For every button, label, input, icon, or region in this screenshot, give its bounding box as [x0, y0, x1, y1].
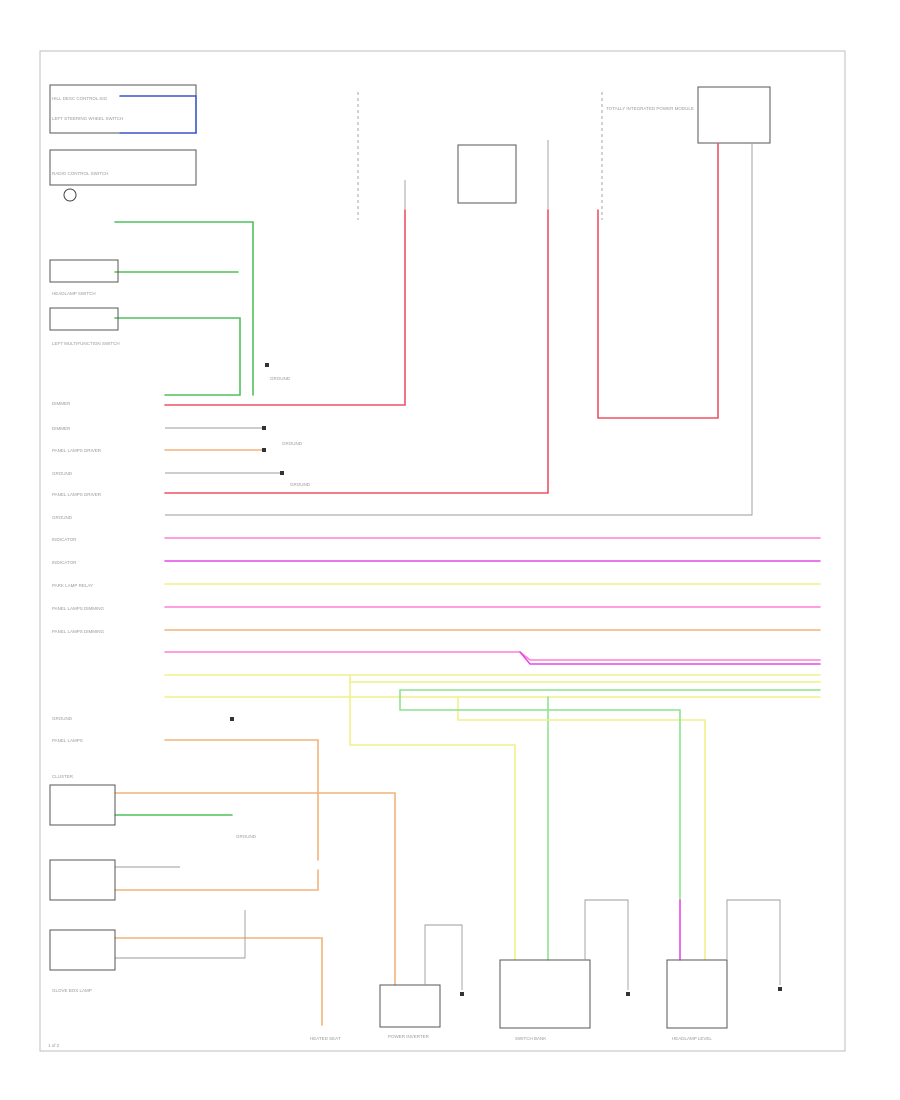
ground-symbol-2 — [262, 426, 266, 430]
module-headlamp — [666, 959, 728, 1029]
inverter-gnd — [424, 924, 463, 990]
multifunction-switch-box — [49, 307, 119, 331]
relay-box — [457, 144, 517, 204]
ground-symbol-7 — [626, 992, 630, 996]
blue-wire — [119, 95, 197, 134]
gnd-callout-2: GROUND — [290, 482, 311, 487]
magenta-bus-2 — [519, 651, 821, 665]
cluster-box — [697, 86, 771, 144]
red-wire-fuse — [164, 209, 406, 406]
side-label-13: CLUSTER — [52, 774, 74, 779]
side-label-5: GROUND — [52, 515, 73, 520]
cluster-panel-box — [49, 784, 116, 826]
ground-symbol-1 — [265, 363, 269, 367]
red-wire-relay — [164, 209, 549, 494]
label-switch-3: HEADLAMP SWITCH — [52, 291, 96, 296]
lamp-panel-box — [49, 929, 116, 971]
radio-switch-box — [49, 149, 197, 186]
orange-wire-lamp — [114, 937, 323, 1026]
module-switch-bank — [499, 959, 591, 1029]
side-label-0: DIMMER — [52, 401, 71, 406]
headlamp-switch-box — [49, 259, 119, 283]
gnd-callout-3: GROUND — [236, 834, 257, 839]
bottom-label-2: HEATED SEAT — [310, 1036, 341, 1041]
side-label-12: PANEL LAMPS — [52, 738, 83, 743]
side-label-8: PARK LAMP RELAY — [52, 583, 93, 588]
green-wire-1 — [114, 221, 254, 396]
side-label-9: PANEL LAMPS DIMMING — [52, 606, 105, 611]
red-wire-cluster — [597, 142, 719, 419]
bottom-label-3: HEADLAMP LEVEL — [672, 1036, 712, 1041]
green-drop-2 — [399, 689, 681, 901]
gnd-callout-1: GROUND — [282, 441, 303, 446]
orange-wire-panel — [164, 739, 319, 861]
label-switch-0: HILL DESC CONTROL SIG — [52, 96, 108, 101]
side-label-7: INDICATOR — [52, 560, 77, 565]
ground-symbol-4 — [280, 471, 284, 475]
orange-wire-switch — [114, 869, 319, 891]
ground-symbol-5 — [230, 717, 234, 721]
diagram-frame — [39, 50, 846, 1052]
label-switch-1: LEFT STEERING WHEEL SWITCH — [52, 116, 123, 121]
label-switch-2: RADIO CONTROL SWITCH — [52, 171, 108, 176]
label-fuse-block: TOTALLY INTEGRATED POWER MODULE — [606, 106, 694, 111]
gnd-callout-0: GROUND — [270, 376, 291, 381]
headlamp-gnd — [726, 899, 781, 985]
ground-symbol-6 — [460, 992, 464, 996]
switch-panel-box — [49, 859, 116, 901]
green-wire-3 — [114, 317, 241, 396]
bottom-label-1: SWITCH BANK — [515, 1036, 546, 1041]
orange-wire-cluster — [114, 792, 396, 986]
ground-symbol-8 — [778, 987, 782, 991]
side-label-4: GROUND — [52, 471, 73, 476]
pink-bus-3 — [164, 651, 821, 661]
side-label-6: INDICATOR — [52, 537, 77, 542]
gray-wire-cluster — [165, 143, 753, 516]
ground-symbol-3 — [262, 448, 266, 452]
page-label: 1 of 2 — [48, 1043, 60, 1048]
side-label-10: PANEL LAMPS DIMMING — [52, 629, 105, 634]
bottom-label-0: POWER INVERTER — [388, 1034, 430, 1039]
yellow-drop-2 — [457, 696, 706, 961]
steering-switch-box — [49, 84, 197, 134]
side-label-3: PANEL LAMPS DRIVER — [52, 492, 102, 497]
side-label-1: DIMMER — [52, 426, 71, 431]
module-inverter — [379, 984, 441, 1028]
side-label-11: GROUND — [52, 716, 73, 721]
yellow-drop-1 — [349, 674, 516, 961]
steering-switch-group — [49, 84, 197, 202]
switchbank-gnd — [584, 899, 629, 990]
gray-wire-lamp-gnd — [115, 910, 246, 959]
switch-symbol — [63, 188, 77, 202]
bottom-label-4: GLOVE BOX LAMP — [52, 988, 92, 993]
label-switch-4: LEFT MULTIFUNCTION SWITCH — [52, 341, 120, 346]
side-label-2: PANEL LAMPS DRIVER — [52, 448, 102, 453]
